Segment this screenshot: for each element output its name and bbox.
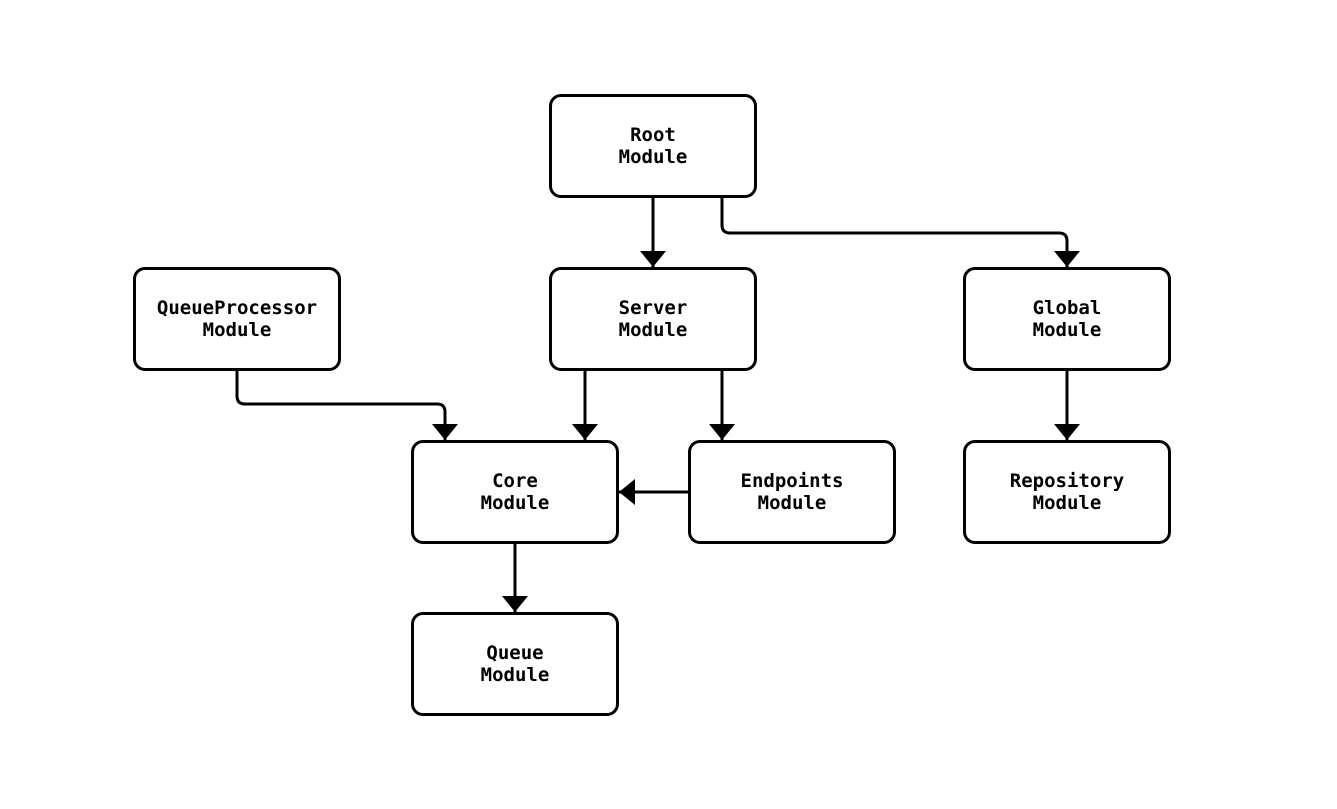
node-label: Endpoints Module bbox=[740, 470, 844, 514]
node-endpoints-module: Endpoints Module bbox=[688, 440, 896, 544]
node-label: Core Module bbox=[480, 470, 550, 514]
node-label: Root Module bbox=[618, 124, 688, 168]
node-label: Repository Module bbox=[1009, 470, 1125, 514]
node-label: QueueProcessor Module bbox=[156, 297, 318, 341]
node-label: Global Module bbox=[1032, 297, 1102, 341]
node-queue-module: Queue Module bbox=[411, 612, 619, 716]
node-root-module: Root Module bbox=[549, 94, 757, 198]
node-global-module: Global Module bbox=[963, 267, 1171, 371]
edge-queueprocessor-to-core bbox=[235, 371, 458, 440]
node-server-module: Server Module bbox=[549, 267, 757, 371]
node-label: Server Module bbox=[618, 297, 688, 341]
node-label: Queue Module bbox=[480, 642, 550, 686]
node-core-module: Core Module bbox=[411, 440, 619, 544]
edge-root-to-global bbox=[720, 198, 1080, 267]
node-repository-module: Repository Module bbox=[963, 440, 1171, 544]
node-queueprocessor-module: QueueProcessor Module bbox=[133, 267, 341, 371]
